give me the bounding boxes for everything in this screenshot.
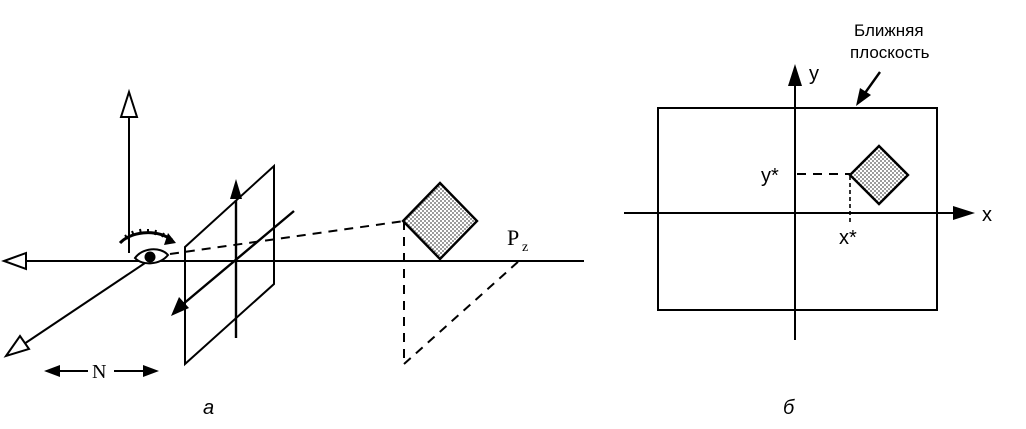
plane-label-line2: плоскость <box>850 43 930 62</box>
panel-b: x y y* x* Ближняя плоскость б <box>624 21 992 419</box>
n-left-arrowhead-icon <box>44 365 60 377</box>
depth-axis-arrowhead-icon <box>3 334 31 358</box>
plane-callout-arrowhead-icon <box>856 88 871 106</box>
plane-callout-line <box>864 71 881 94</box>
x-star-label: x* <box>839 227 857 249</box>
y-axis-label: y <box>809 63 819 85</box>
plane-x-axis <box>181 210 295 306</box>
panel-a: P z N а <box>1 88 584 419</box>
eye-icon <box>118 228 176 265</box>
vertical-axis-arrowhead-icon <box>119 88 139 118</box>
near-plane <box>184 163 275 367</box>
projected-diamond <box>848 144 910 206</box>
object-diamond <box>401 181 479 261</box>
plane-y-arrowhead-icon <box>230 179 242 199</box>
caption-b: б <box>783 397 795 419</box>
plane-x-arrowhead-icon <box>171 297 189 316</box>
y-axis-arrowhead-icon <box>788 64 802 86</box>
pz-subscript: z <box>522 240 528 255</box>
depth-axis <box>23 260 149 345</box>
n-dimension: N <box>44 361 159 383</box>
depth-projection <box>403 260 520 365</box>
view-axis-arrowhead-icon <box>1 251 27 271</box>
n-right-arrowhead-icon <box>143 365 159 377</box>
projection-ray <box>169 220 405 255</box>
plane-label-line1: Ближняя <box>854 21 924 40</box>
near-plane-rect <box>657 107 938 311</box>
pz-label: P <box>507 225 519 250</box>
n-label: N <box>92 361 106 383</box>
y-star-label: y* <box>761 165 779 187</box>
caption-a: а <box>203 397 214 419</box>
x-axis-label: x <box>982 204 992 226</box>
x-axis-arrowhead-icon <box>953 206 975 220</box>
